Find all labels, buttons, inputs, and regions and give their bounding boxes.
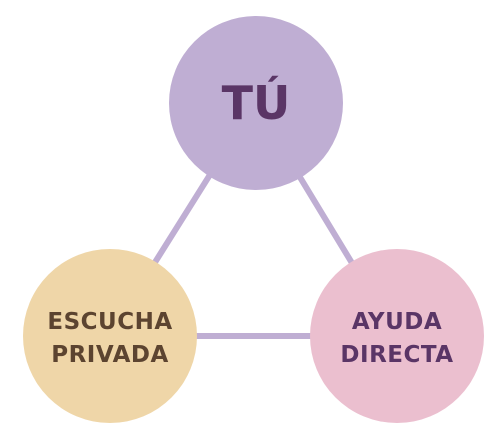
node-tu: TÚ [169,16,343,190]
node-ayuda-directa-label-line2: DIRECTA [340,342,453,368]
node-ayuda-directa-label-line1: AYUDA [352,309,442,335]
node-escucha-privada-label-line1: ESCUCHA [47,309,172,335]
node-tu-label: TÚ [222,76,291,130]
node-tu-circle [169,16,343,190]
node-ayuda-directa: AYUDA DIRECTA [310,249,484,423]
node-escucha-privada: ESCUCHA PRIVADA [23,249,197,423]
node-escucha-privada-circle [23,249,197,423]
node-ayuda-directa-circle [310,249,484,423]
node-escucha-privada-label-line2: PRIVADA [51,342,169,368]
